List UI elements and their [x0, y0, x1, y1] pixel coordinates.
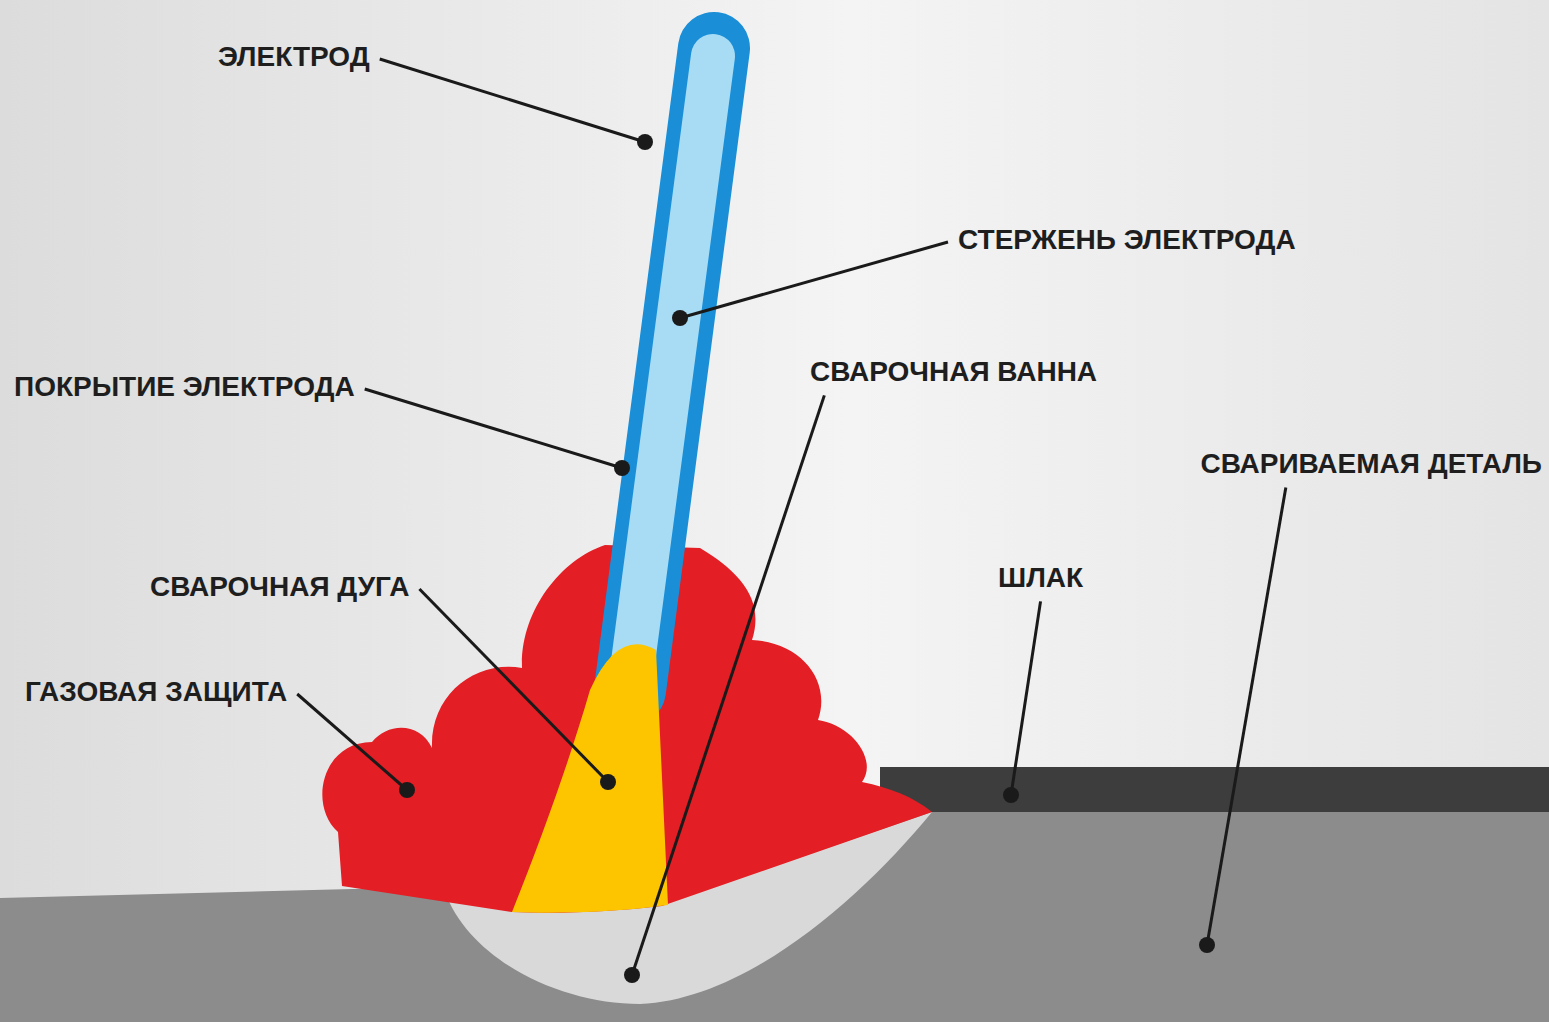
part-label: ШЛАК	[998, 563, 1083, 594]
leader-line	[297, 694, 407, 790]
part-label: ЭЛЕКТРОД	[218, 42, 370, 73]
part-label: СТЕРЖЕНЬ ЭЛЕКТРОДА	[958, 225, 1296, 256]
leader-dot	[600, 774, 616, 790]
leader-dot	[624, 967, 640, 983]
leader-line	[365, 389, 622, 468]
leader-dot	[399, 782, 415, 798]
slag-layer	[880, 767, 1549, 813]
leader-dot	[1003, 787, 1019, 803]
leader-dot	[672, 310, 688, 326]
leader-line	[1207, 487, 1286, 945]
welding-arc	[512, 644, 668, 912]
leader-line	[632, 395, 824, 975]
part-label: СВАРИВАЕМАЯ ДЕТАЛЬ	[1200, 449, 1542, 480]
leader-line	[380, 59, 645, 142]
part-label: ПОКРЫТИЕ ЭЛЕКТРОДА	[14, 372, 355, 403]
leader-line	[680, 242, 948, 318]
part-label: СВАРОЧНАЯ ВАННА	[810, 357, 1097, 388]
leader-line	[1011, 601, 1041, 795]
electrode-core	[628, 56, 713, 700]
leader-dot	[614, 460, 630, 476]
leader-dot	[1199, 937, 1215, 953]
leader-line	[419, 589, 608, 782]
part-label: ГАЗОВАЯ ЗАЩИТА	[25, 677, 287, 708]
part-label: СВАРОЧНАЯ ДУГА	[150, 572, 409, 603]
leader-dot	[637, 134, 653, 150]
